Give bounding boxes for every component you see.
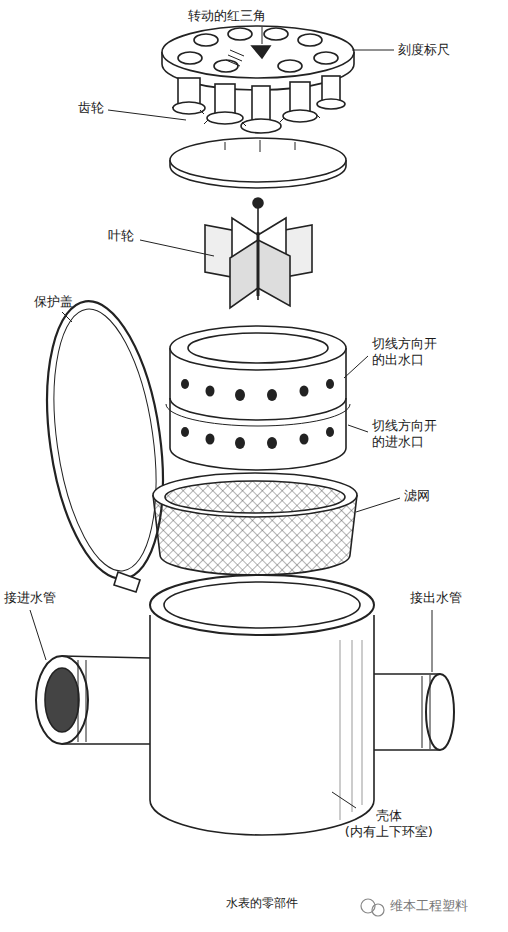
protective-lid [31,294,179,592]
part-label: 转动的红三角 [188,8,266,24]
part-label: 刻度标尺 [398,42,450,58]
part-label: 接进水管 [4,590,56,606]
part-label: 壳体 (内有上下环室) [340,808,438,841]
watermark-icon [361,899,384,916]
dial-register [162,26,354,188]
chamber-rings [166,326,350,470]
leader-lines [30,27,432,808]
part-label: 叶轮 [108,228,134,244]
part-label: 切线方向开的出水口 [372,336,438,369]
impeller [205,198,312,308]
strainer-mesh [153,473,357,575]
watermark: 维本工程塑料 [390,898,468,914]
part-label: 保护盖 [34,294,73,310]
meter-housing [36,575,454,835]
part-label: 接出水管 [410,590,462,606]
part-label: 滤网 [404,488,430,504]
caption: 水表的零部件 [226,896,298,911]
part-label: 齿轮 [78,100,104,116]
part-label: 切线方向开的进水口 [372,418,438,451]
